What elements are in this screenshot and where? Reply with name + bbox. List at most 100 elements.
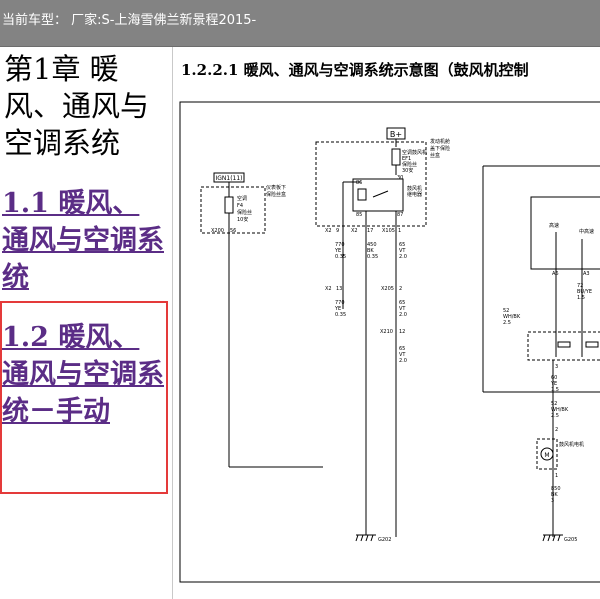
svg-text:X2: X2 — [351, 228, 358, 234]
svg-text:高速: 高速 — [549, 222, 559, 229]
svg-text:M: M — [544, 452, 549, 459]
engine-fuse-box — [315, 141, 427, 227]
svg-text:WH/BK: WH/BK — [503, 314, 521, 320]
svg-text:770: 770 — [335, 242, 345, 248]
wiring-diagram: B+ IGN1(11) 仪表板下 保险丝盒 空调 F4 保险丝 10安 X200… — [179, 101, 600, 583]
fuse-f4-symbol — [224, 196, 234, 214]
svg-text:保险丝: 保险丝 — [237, 209, 252, 216]
svg-text:2.5: 2.5 — [503, 320, 511, 326]
svg-text:9: 9 — [336, 228, 339, 234]
svg-text:60: 60 — [551, 375, 557, 381]
svg-text:2: 2 — [555, 427, 558, 433]
selected-item-highlight — [0, 301, 168, 494]
svg-text:65: 65 — [399, 300, 405, 306]
svg-text:450: 450 — [367, 242, 377, 248]
svg-text:EF1: EF1 — [402, 156, 411, 162]
b-plus-terminal: B+ — [386, 127, 406, 147]
svg-text:VT: VT — [399, 248, 406, 254]
svg-text:空调: 空调 — [237, 195, 247, 202]
diagram-border — [179, 101, 600, 583]
svg-text:0.35: 0.35 — [335, 312, 346, 318]
svg-text:2.0: 2.0 — [399, 358, 407, 364]
ground-g202-symbol: G202 — [355, 527, 391, 543]
svg-text:盖下保险: 盖下保险 — [430, 145, 450, 152]
svg-text:65: 65 — [399, 346, 405, 352]
svg-text:A3: A3 — [583, 271, 590, 277]
svg-text:仪表板下: 仪表板下 — [266, 184, 286, 191]
ground-g205-symbol: G205 — [542, 534, 577, 543]
svg-text:87: 87 — [397, 212, 403, 218]
svg-text:BK: BK — [551, 492, 558, 498]
svg-text:85: 85 — [356, 212, 362, 218]
svg-text:850: 850 — [551, 486, 561, 492]
ip-fuse-box — [200, 186, 266, 234]
svg-text:X200: X200 — [211, 228, 224, 234]
svg-text:1: 1 — [398, 228, 401, 234]
svg-text:86: 86 — [356, 180, 362, 186]
svg-text:BK: BK — [367, 248, 374, 254]
blower-relay — [352, 178, 404, 212]
svg-text:770: 770 — [335, 300, 345, 306]
svg-text:3: 3 — [551, 498, 554, 504]
svg-text:鼓风机: 鼓风机 — [407, 185, 422, 192]
svg-text:鼓风机电机: 鼓风机电机 — [559, 441, 584, 448]
svg-text:空调鼓风机: 空调鼓风机 — [402, 149, 427, 156]
svg-text:1: 1 — [555, 473, 558, 479]
svg-text:YE: YE — [334, 306, 341, 312]
svg-text:2.5: 2.5 — [551, 413, 559, 419]
svg-text:IGN1(11): IGN1(11) — [215, 175, 242, 182]
svg-text:YE: YE — [334, 248, 341, 254]
svg-text:保险丝: 保险丝 — [402, 161, 417, 168]
svg-text:10安: 10安 — [237, 216, 248, 223]
svg-text:VT: VT — [399, 306, 406, 312]
svg-text:B+: B+ — [390, 130, 402, 139]
svg-text:X2: X2 — [325, 228, 332, 234]
svg-text:VT: VT — [399, 352, 406, 358]
svg-text:56: 56 — [230, 228, 236, 234]
table-of-contents-pane: 第1章 暖风、通风与空调系统 1.1 暖风、通风与空调系统 1.2 暖风、通风与… — [0, 47, 170, 599]
svg-text:X205: X205 — [381, 286, 394, 292]
svg-text:17: 17 — [367, 228, 373, 234]
svg-text:3: 3 — [555, 364, 558, 370]
svg-text:F4: F4 — [237, 203, 243, 209]
svg-text:52: 52 — [551, 401, 557, 407]
svg-text:X2: X2 — [325, 286, 332, 292]
svg-text:0.35: 0.35 — [335, 254, 346, 260]
svg-text:YE: YE — [550, 381, 557, 387]
svg-text:0.35: 0.35 — [367, 254, 378, 260]
content-pane: 1.2.2.1 暖风、通风与空调系统示意图（鼓风机控制 B+ IGN1(11) … — [172, 47, 600, 599]
svg-text:X210: X210 — [380, 329, 393, 335]
fuse-ef1-symbol — [391, 148, 401, 166]
svg-text:BU/YE: BU/YE — [577, 289, 592, 295]
blower-motor-box — [536, 438, 558, 470]
ign-power-source: IGN1(11) — [213, 172, 245, 183]
svg-text:X105: X105 — [382, 228, 395, 234]
toc-link-hvac-system[interactable]: 1.1 暖风、通风与空调系统 — [2, 188, 164, 293]
resistor-block — [527, 331, 600, 361]
svg-text:A6: A6 — [552, 271, 559, 277]
vehicle-model-title: 当前车型： 厂家:S-上海雪佛兰新景程2015- — [2, 13, 257, 28]
svg-text:13: 13 — [336, 286, 342, 292]
svg-text:30: 30 — [397, 175, 403, 181]
section-heading: 1.2.2.1 暖风、通风与空调系统示意图（鼓风机控制 — [181, 61, 529, 79]
svg-text:30安: 30安 — [402, 167, 413, 174]
svg-text:发动机舱: 发动机舱 — [430, 138, 450, 145]
title-bar: 当前车型： 厂家:S-上海雪佛兰新景程2015- — [0, 0, 600, 47]
svg-text:G202: G202 — [378, 537, 391, 543]
svg-text:丝盒: 丝盒 — [430, 152, 440, 159]
svg-text:12: 12 — [399, 329, 405, 335]
blower-motor-symbol — [540, 447, 554, 461]
chapter-title: 第1章 暖风、通风与空调系统 — [4, 52, 150, 160]
svg-text:2: 2 — [399, 286, 402, 292]
svg-text:72: 72 — [577, 283, 583, 289]
blower-switch-box — [530, 196, 600, 270]
svg-text:2.0: 2.0 — [399, 254, 407, 260]
svg-text:52: 52 — [503, 308, 509, 314]
svg-text:WH/BK: WH/BK — [551, 407, 569, 413]
svg-text:保险丝盒: 保险丝盒 — [266, 191, 286, 198]
svg-text:中高速: 中高速 — [579, 228, 594, 235]
toc-link-hvac-system-manual[interactable]: 1.2 暖风、通风与空调系统－手动 — [2, 322, 164, 427]
svg-text:65: 65 — [399, 242, 405, 248]
svg-text:2.0: 2.0 — [399, 312, 407, 318]
svg-text:1.5: 1.5 — [551, 387, 559, 393]
